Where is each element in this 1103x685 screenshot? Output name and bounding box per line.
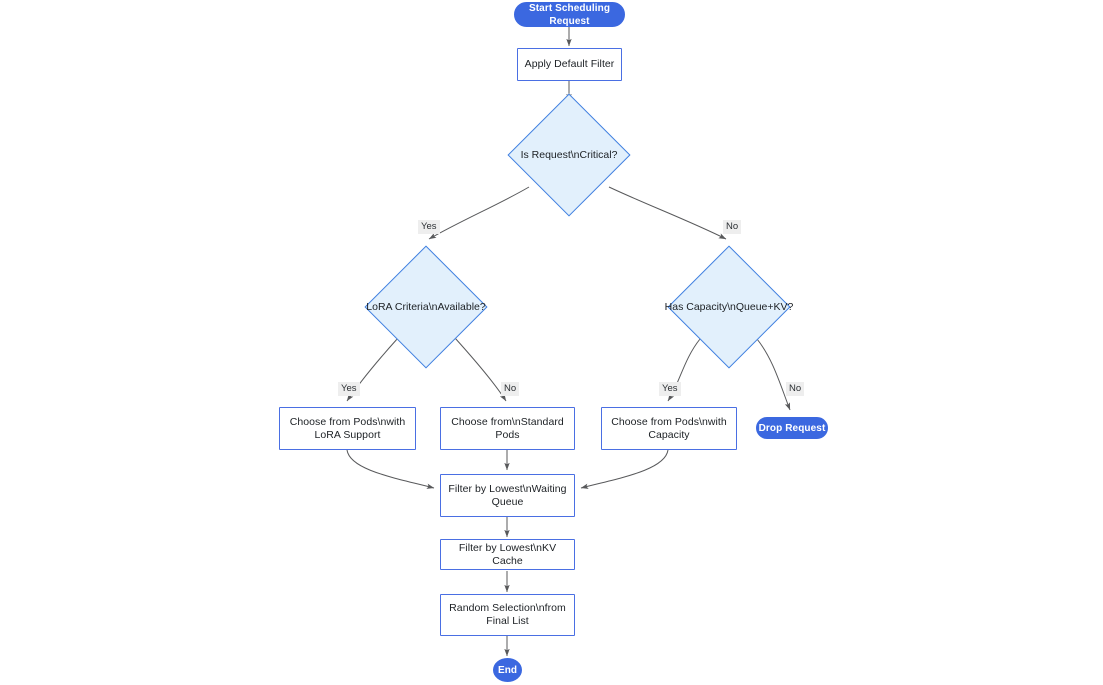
node-choose-standard-pods-line1: Choose from\nStandard (451, 415, 564, 428)
node-drop-request-label: Drop Request (758, 422, 826, 434)
node-random-selection-final-list[interactable]: Random Selection\nfrom Final List (440, 594, 575, 636)
edge-label-critical-yes: Yes (418, 220, 440, 234)
node-random-selection-line2: Final List (486, 615, 529, 627)
node-start[interactable]: Start Scheduling Request (514, 2, 625, 27)
node-is-request-critical-label: Is Request\nCritical? (520, 148, 618, 161)
edge-podslora-to-filterqueue (346, 449, 435, 489)
node-lora-criteria-available[interactable]: LoRA Criteria\nAvailable? (364, 245, 488, 369)
edge-label-text: Yes (662, 383, 678, 394)
edge-label-text: No (504, 383, 517, 394)
node-choose-pods-lora-line1: Choose from Pods\nwith (289, 415, 406, 428)
node-is-request-critical[interactable]: Is Request\nCritical? (507, 93, 631, 217)
edge-label-text: Yes (421, 221, 437, 232)
node-end[interactable]: End (493, 658, 522, 682)
node-choose-pods-capacity-line1: Choose from Pods\nwith (611, 415, 727, 428)
node-choose-pods-with-capacity[interactable]: Choose from Pods\nwith Capacity (601, 407, 737, 450)
edge-podscap-to-filterqueue (580, 449, 669, 489)
node-apply-default-filter[interactable]: Apply Default Filter (517, 48, 622, 81)
edge-label-critical-no: No (723, 220, 742, 234)
node-filter-waiting-queue-line1: Filter by Lowest\nWaiting (448, 482, 567, 495)
edge-label-lora-no: No (501, 382, 520, 396)
node-filter-by-lowest-kv-cache[interactable]: Filter by Lowest\nKV Cache (440, 539, 575, 570)
node-choose-pods-capacity-line2: Capacity (648, 428, 690, 441)
edge-label-capacity-no: No (786, 382, 805, 396)
node-filter-kv-cache-label: Filter by Lowest\nKV Cache (458, 541, 557, 567)
node-random-selection-line1: Random Selection\nfrom (449, 602, 566, 614)
node-start-label: Start Scheduling Request (528, 2, 611, 27)
edge-label-capacity-yes: Yes (659, 382, 681, 396)
node-choose-standard-pods-line2: Pods (495, 428, 520, 441)
node-choose-pods-with-lora-support[interactable]: Choose from Pods\nwith LoRA Support (279, 407, 416, 450)
node-choose-standard-pods[interactable]: Choose from\nStandard Pods (440, 407, 575, 450)
node-apply-default-filter-label: Apply Default Filter (524, 58, 615, 70)
edge-label-lora-yes: Yes (338, 382, 360, 396)
edge-label-text: No (726, 221, 739, 232)
edge-label-text: Yes (341, 383, 357, 394)
node-filter-waiting-queue-line2: Queue (491, 495, 524, 508)
node-has-capacity-queue-kv[interactable]: Has Capacity\nQueue+KV? (665, 245, 793, 369)
node-drop-request[interactable]: Drop Request (756, 417, 828, 439)
node-end-label: End (497, 664, 518, 676)
node-lora-criteria-available-label: LoRA Criteria\nAvailable? (366, 300, 486, 313)
node-has-capacity-queue-kv-label: Has Capacity\nQueue+KV? (664, 300, 794, 313)
node-choose-pods-lora-line2: LoRA Support (314, 428, 381, 441)
node-filter-by-lowest-waiting-queue[interactable]: Filter by Lowest\nWaiting Queue (440, 474, 575, 517)
edge-label-text: No (789, 383, 802, 394)
